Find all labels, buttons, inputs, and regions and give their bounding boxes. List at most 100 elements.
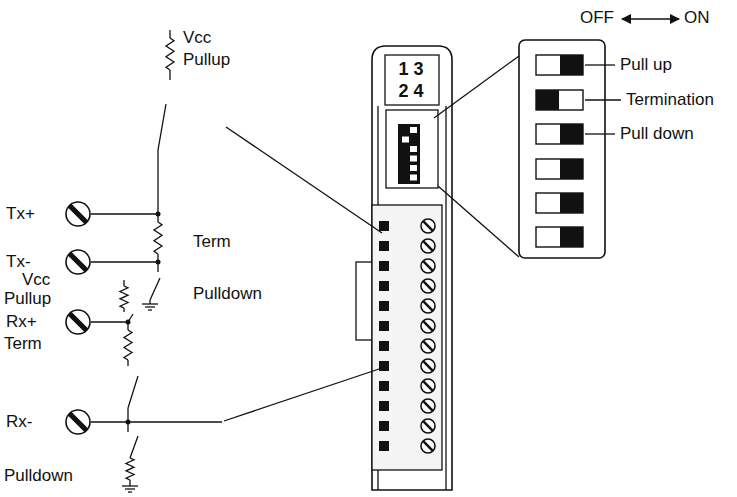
dip-switch	[536, 193, 583, 213]
ground-symbol	[125, 488, 135, 489]
wire-entry	[379, 341, 389, 351]
screw-slot	[69, 205, 86, 222]
switch-function: Termination	[626, 90, 714, 110]
dip-switch-body	[398, 124, 420, 184]
ground-symbol	[145, 306, 155, 307]
dip-switch-lever	[410, 146, 417, 152]
screw-slot	[423, 361, 433, 371]
dip-switch	[536, 90, 583, 110]
screw-terminal	[421, 359, 435, 373]
signal-name: Rx+	[6, 312, 37, 332]
junction-dot	[156, 260, 161, 265]
switch-function: Pull down	[620, 124, 694, 144]
junction-dot	[126, 420, 131, 425]
terminal-leader	[226, 127, 382, 233]
screw-terminal	[421, 299, 435, 313]
direction-arrow	[622, 18, 679, 19]
wire-entry	[379, 441, 389, 451]
position-number: 2 4	[386, 80, 436, 102]
screw-slot	[423, 341, 433, 351]
resistor-name: Pullup	[4, 289, 51, 309]
screw-slot	[423, 401, 433, 411]
resistor-name: Pullup	[183, 50, 230, 70]
ground-symbol	[148, 309, 152, 310]
resistor-symbol	[154, 222, 162, 254]
resistor-name: Term	[193, 232, 231, 252]
wire	[91, 213, 158, 214]
screw-slot	[423, 221, 433, 231]
switch-blade	[130, 436, 138, 458]
zoom-leader	[438, 186, 519, 257]
terminal-leader	[224, 368, 382, 421]
resistor-name: Pulldown	[4, 466, 73, 486]
resistor-symbol	[120, 286, 128, 308]
signal-name: Tx-	[6, 252, 31, 272]
dip-switch	[536, 227, 583, 247]
switch-function: Pull up	[620, 55, 672, 75]
housing-edge	[445, 106, 446, 490]
leader-line	[585, 133, 615, 134]
screw-terminal	[421, 379, 435, 393]
screw-slot	[423, 281, 433, 291]
wire	[123, 280, 124, 286]
switch-state: ON	[684, 8, 710, 28]
dip-switch	[536, 124, 583, 144]
wire	[91, 261, 158, 262]
screw-slot	[423, 381, 433, 391]
dip-switch	[536, 159, 583, 179]
screw-terminal	[421, 439, 435, 453]
supply-name: Vcc	[22, 270, 50, 290]
screw-terminal	[421, 239, 435, 253]
screw-slot	[423, 301, 433, 311]
wire	[127, 360, 128, 366]
wire	[91, 321, 128, 322]
wire-entry	[379, 321, 389, 331]
screw-terminal	[421, 399, 435, 413]
wire-entry	[379, 421, 389, 431]
resistor-symbol	[124, 330, 132, 360]
resistor-symbol	[126, 458, 134, 480]
ground-symbol	[142, 303, 158, 304]
resistor-name: Term	[4, 334, 42, 354]
ground-symbol	[128, 491, 132, 492]
screw-terminal	[66, 310, 90, 334]
switch-blade	[150, 278, 160, 300]
terminal-block	[372, 205, 442, 470]
screw-slot	[423, 421, 433, 431]
screw-slot	[69, 413, 86, 430]
switch-blade	[128, 376, 138, 408]
wire-entry	[379, 301, 389, 311]
junction-dot	[126, 320, 131, 325]
dip-switch-lever	[410, 175, 417, 181]
wire	[169, 70, 170, 80]
resistor-symbol	[166, 38, 174, 70]
module-housing	[372, 46, 452, 490]
wire-entry	[379, 361, 389, 371]
signal-name: Rx-	[6, 412, 32, 432]
wire	[123, 308, 124, 312]
dip-switch	[536, 55, 583, 75]
screw-terminal	[421, 319, 435, 333]
resistor-name: Pulldown	[193, 284, 262, 304]
screw-terminal	[421, 219, 435, 233]
dip-window	[386, 110, 438, 188]
screw-terminal	[421, 279, 435, 293]
dip-switch-lever	[560, 159, 583, 179]
dip-switch-lever	[560, 193, 583, 213]
dip-switch-lever	[560, 227, 583, 247]
leader-line	[585, 99, 621, 100]
dip-switch-lever	[560, 124, 583, 144]
wire-entry	[379, 381, 389, 391]
screw-slot	[423, 321, 433, 331]
dip-switch-lever	[402, 137, 409, 143]
supply-name: Vcc	[183, 28, 211, 48]
side-tab	[356, 262, 372, 340]
dip-switch-lever	[410, 127, 417, 133]
dip-switch-lever	[410, 156, 417, 162]
switch-blade	[158, 104, 166, 150]
screw-terminal	[66, 202, 90, 226]
screw-slot	[69, 253, 86, 270]
screw-terminal	[66, 410, 90, 434]
zoom-leader	[434, 56, 519, 118]
wire-entry	[379, 281, 389, 291]
